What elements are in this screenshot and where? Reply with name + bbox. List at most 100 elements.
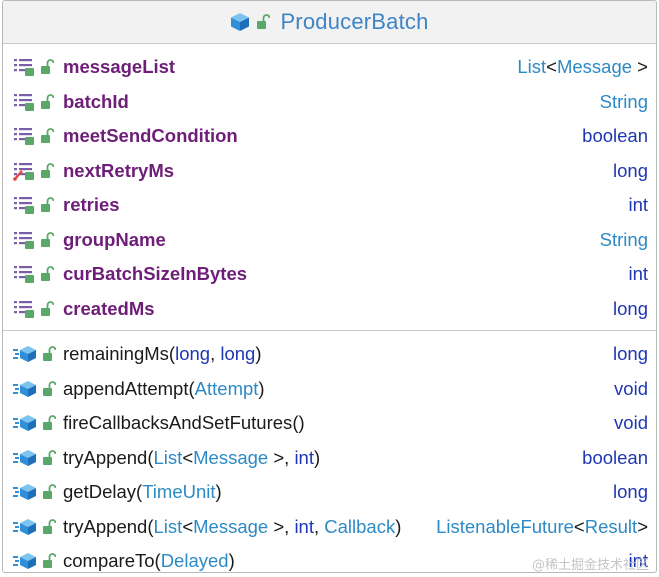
method-icon xyxy=(13,379,37,399)
method-params: (List<Message >, int, Callback) xyxy=(147,516,401,538)
method-param-part: Callback xyxy=(324,515,396,537)
method-param-part: , xyxy=(210,343,221,365)
unlock-icon xyxy=(40,59,54,75)
method-param-part: ) xyxy=(395,515,402,537)
method-icons xyxy=(13,344,63,364)
unlock-icon xyxy=(42,449,56,466)
method-name: getDelay xyxy=(63,481,137,503)
method-param-part: ) xyxy=(255,343,262,365)
field-icon xyxy=(13,264,35,284)
field-row[interactable]: curBatchSizeInBytes int xyxy=(3,257,656,292)
method-icons xyxy=(13,551,63,571)
method-return-type: int xyxy=(628,550,648,572)
field-type-part: String xyxy=(599,228,648,250)
field-write-icon xyxy=(13,161,35,181)
field-type-part: < xyxy=(546,56,557,78)
field-name: messageList xyxy=(63,56,176,78)
unlock-icon xyxy=(40,300,54,317)
method-row[interactable]: compareTo (Delayed) int xyxy=(3,544,656,572)
method-icon xyxy=(13,448,37,468)
method-param-part: , xyxy=(313,515,325,537)
field-icons xyxy=(13,195,63,215)
method-return-part: long xyxy=(613,343,648,365)
method-param-part: ) xyxy=(215,481,222,503)
field-icons xyxy=(13,161,63,181)
method-param-part: ( xyxy=(188,377,195,399)
methods-section: remainingMs(long, long)long appendAttemp… xyxy=(3,331,656,572)
method-params: (List<Message >, int) xyxy=(147,447,320,469)
method-icons xyxy=(13,482,63,502)
method-return-type: long xyxy=(613,481,648,503)
method-row[interactable]: fireCallbacksAndSetFutures()void xyxy=(3,406,656,441)
watermark: @稀土掘金技术社区 xyxy=(531,558,649,573)
method-param-part: Message xyxy=(193,446,269,468)
method-row[interactable]: remainingMs(long, long)long xyxy=(3,337,656,372)
unlock-icon xyxy=(40,93,54,110)
field-type: List<Message > xyxy=(517,56,648,78)
field-icons xyxy=(13,264,63,284)
field-type-part: long xyxy=(613,159,648,181)
method-param-part: ( xyxy=(168,343,176,365)
method-param-part: >, xyxy=(268,446,295,468)
unlock-icon xyxy=(42,553,56,569)
unlock-icon xyxy=(256,14,271,30)
field-name: curBatchSizeInBytes xyxy=(63,263,248,285)
field-type: int xyxy=(628,194,648,216)
method-name: tryAppend xyxy=(63,515,148,537)
method-param-part: ( xyxy=(154,550,161,572)
unlock-icon xyxy=(42,484,56,500)
method-return-part: void xyxy=(614,377,648,399)
method-param-part: List xyxy=(153,515,183,537)
method-param-part: int xyxy=(294,446,314,468)
method-icon xyxy=(13,344,37,364)
unlock-icon xyxy=(40,266,54,282)
unlock-icon xyxy=(42,415,56,431)
method-return-type: long xyxy=(613,343,648,365)
field-icon xyxy=(13,230,35,250)
field-row[interactable]: createdMs long xyxy=(3,292,656,327)
field-type-part: Message xyxy=(556,56,633,78)
method-param-part: < xyxy=(182,515,194,537)
class-header: ProducerBatch xyxy=(3,1,656,44)
method-row[interactable]: tryAppend(List<Message >, int, Callback)… xyxy=(3,510,656,545)
field-icons xyxy=(13,57,63,77)
method-param-part: ) xyxy=(258,377,265,399)
method-return-type: void xyxy=(614,378,648,400)
field-row[interactable]: messageList List<Message > xyxy=(3,50,656,85)
method-row[interactable]: tryAppend(List<Message >, int)boolean xyxy=(3,441,656,476)
field-name: createdMs xyxy=(63,297,155,319)
unlock-icon xyxy=(40,197,54,213)
method-return-type: void xyxy=(614,412,648,434)
unlock-icon xyxy=(40,128,54,144)
field-type: int xyxy=(628,263,648,285)
field-type-part: boolean xyxy=(582,125,648,147)
method-params: (Attempt) xyxy=(188,378,264,400)
field-type-part: String xyxy=(599,90,648,112)
method-row[interactable]: getDelay(TimeUnit) long xyxy=(3,475,656,510)
method-return-part: long xyxy=(613,481,648,503)
method-icons xyxy=(13,448,63,468)
field-type-part: int xyxy=(628,263,648,285)
field-type: boolean xyxy=(582,125,648,147)
method-params: (Delayed) xyxy=(155,550,235,572)
method-return-part: Result xyxy=(584,515,638,537)
method-params: () xyxy=(292,412,304,434)
unlock-icon xyxy=(40,162,54,179)
field-icon xyxy=(13,92,35,112)
method-name: compareTo xyxy=(63,550,155,572)
method-row[interactable]: appendAttempt(Attempt)void xyxy=(3,372,656,407)
method-icons xyxy=(13,517,63,537)
unlock-icon xyxy=(42,380,56,397)
method-params: (TimeUnit) xyxy=(136,481,222,503)
method-return-part: < xyxy=(573,515,585,537)
field-type: long xyxy=(613,298,648,320)
field-icons xyxy=(13,92,63,112)
unlock-icon xyxy=(40,231,54,248)
method-return-part: > xyxy=(637,515,648,537)
